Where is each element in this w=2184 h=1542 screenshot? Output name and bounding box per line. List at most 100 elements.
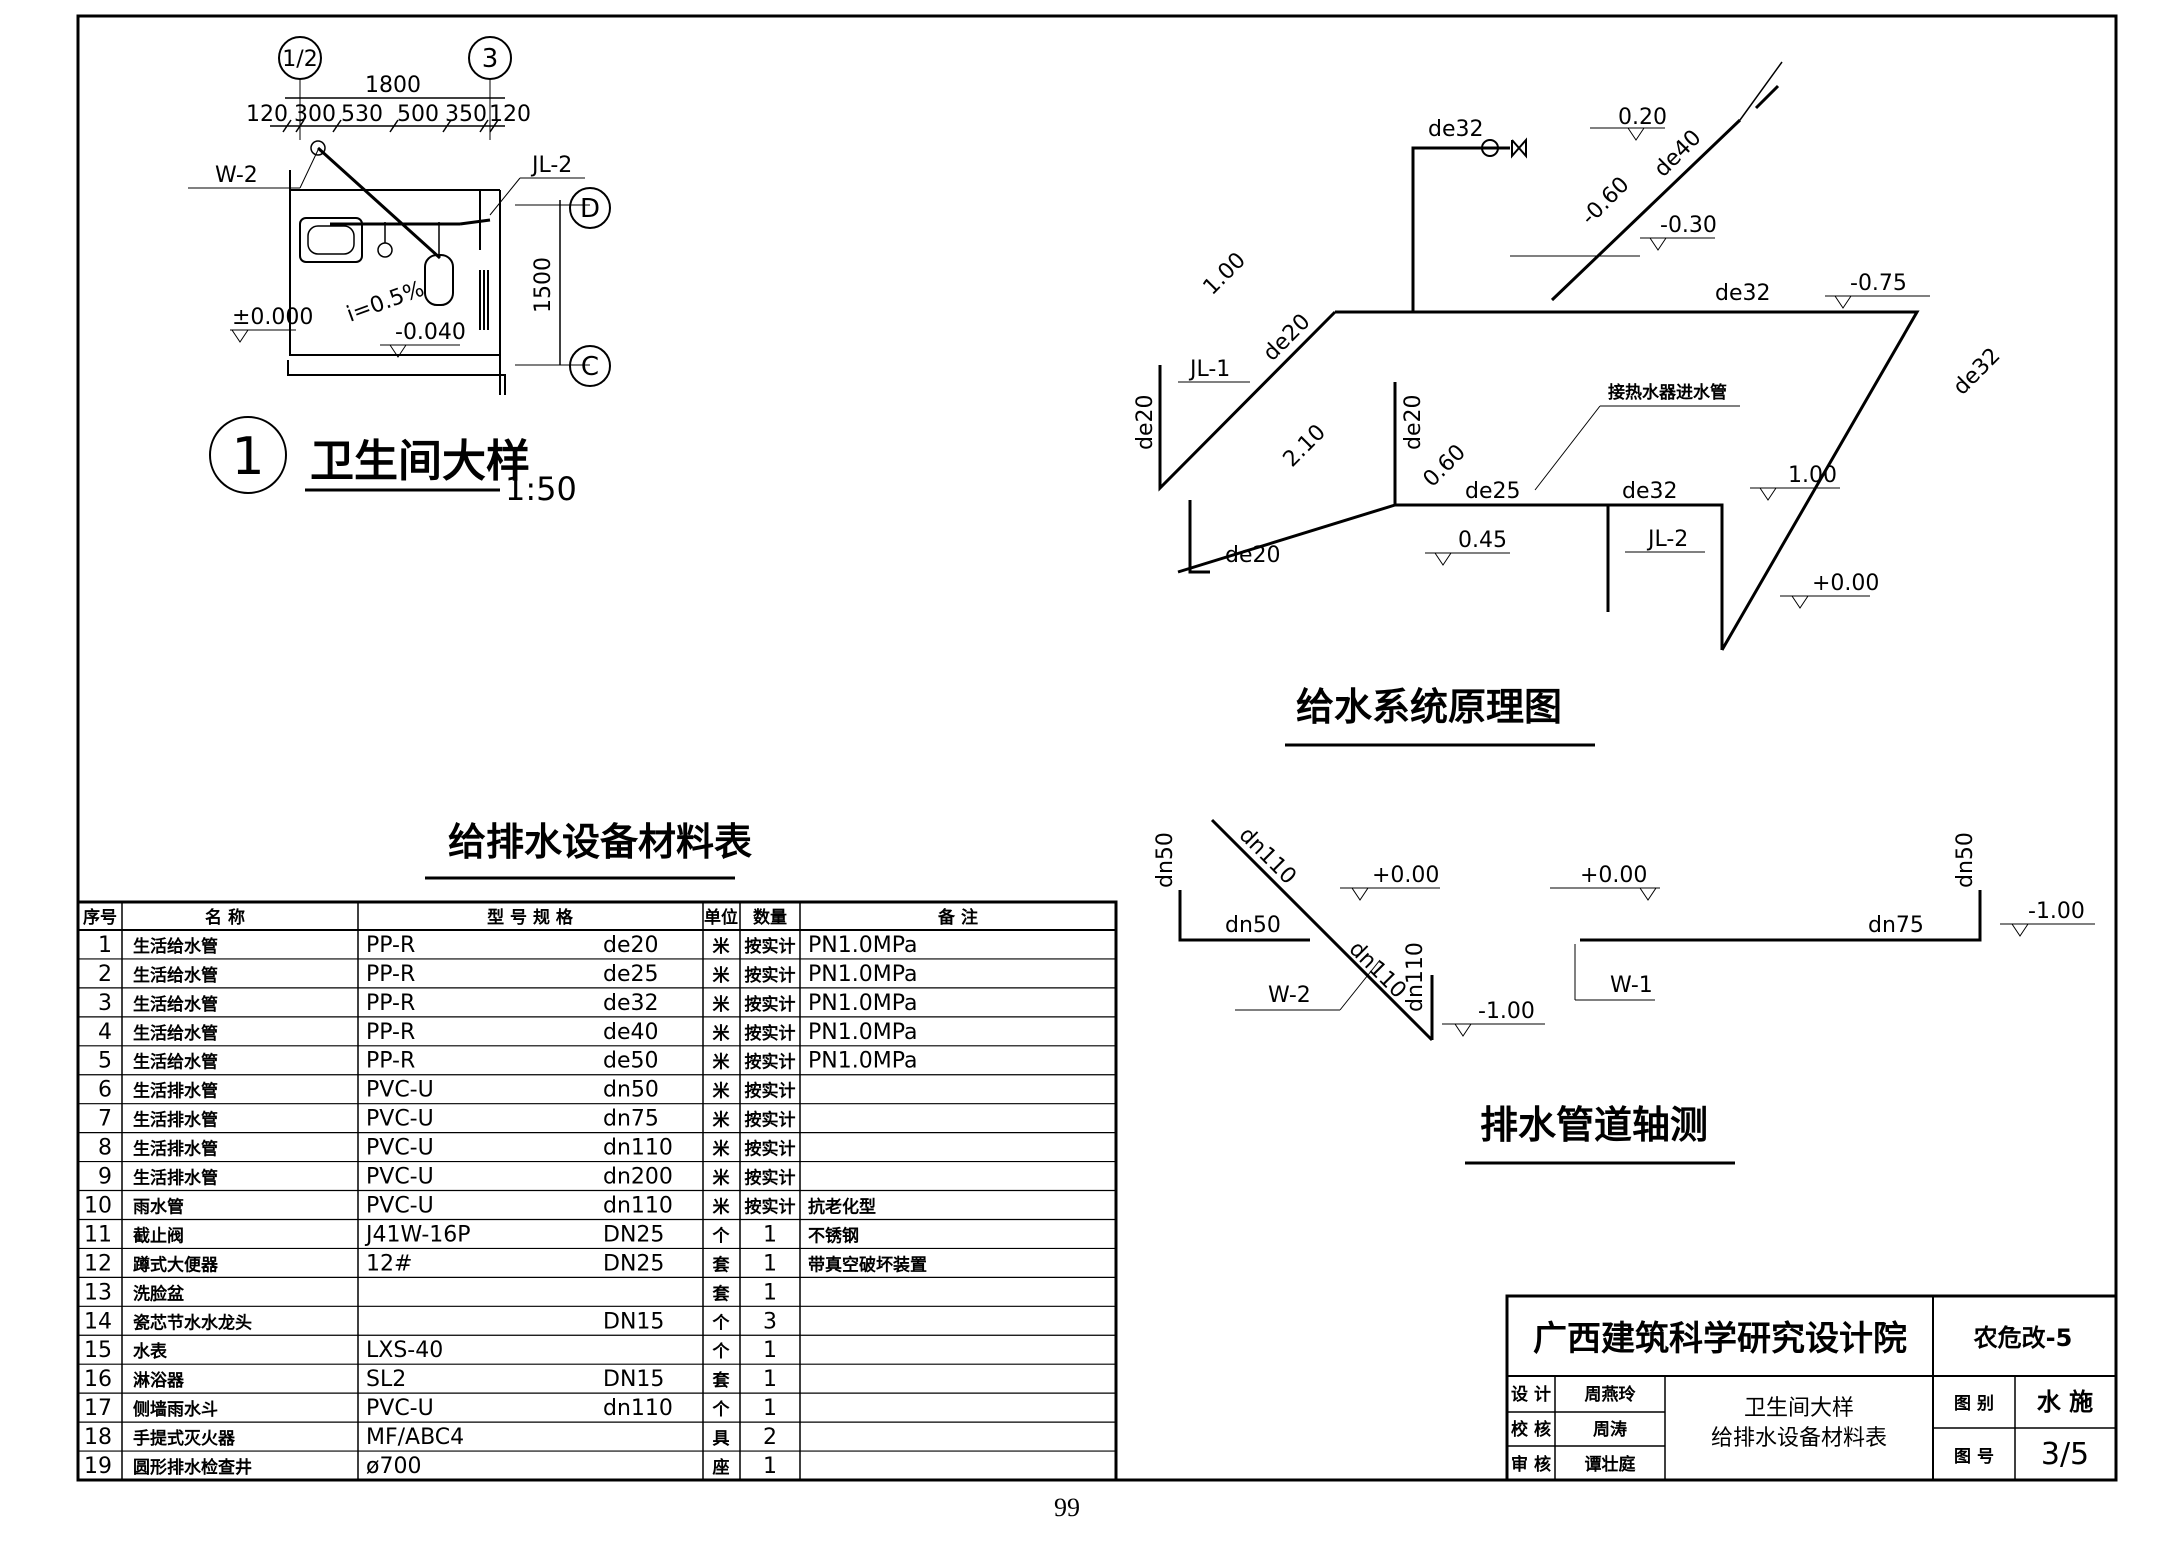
dim-120-right: 120 [489,102,531,127]
table-cell-qty: 按实计 [745,1168,796,1189]
table-cell-unit: 米 [713,965,731,986]
drain-label-w1: W-1 [1610,973,1653,998]
table-cell-qty: 1 [763,1280,777,1305]
label-0-60: 0.60 [1419,440,1471,492]
table-cell-name: 水表 [133,1341,168,1362]
water-meter-symbol [1481,139,1499,157]
table-cell-name: 侧墙雨水斗 [133,1399,218,1420]
table-cell-name: 生活排水管 [133,1081,218,1102]
table-cell-model: PVC-U [366,1136,434,1161]
table-cell-spec: DN15 [603,1367,664,1392]
table-cell-name: 截止阀 [133,1225,184,1246]
axis-label-d: D [580,194,600,224]
table-cell-qty: 1 [763,1454,777,1479]
table-cell-model: LXS-40 [366,1338,443,1363]
table-cell-no: 17 [84,1396,112,1421]
table-cell-no: 12 [84,1251,112,1276]
label-minus-0-75: -0.75 [1850,271,1907,296]
role-review: 审 核 [1511,1454,1551,1475]
table-cell-no: 1 [98,933,112,958]
drain-label-dn110-vertical: dn110 [1403,942,1428,1012]
table-cell-no: 4 [98,1020,112,1045]
table-cell-no: 15 [84,1338,112,1363]
table-cell-spec: dn110 [603,1136,673,1161]
table-cell-note: PN1.0MPa [808,933,917,958]
table-cell-model: J41W-16P [364,1222,471,1247]
drawing-title-line-2: 给排水设备材料表 [1711,1426,1887,1451]
table-cell-spec: de32 [603,991,659,1016]
table-cell-spec: DN25 [603,1251,664,1276]
table-cell-unit: 米 [713,1139,731,1160]
drawing-title-line-1: 卫生间大样 [1744,1396,1854,1421]
dim-120-left: 120 [246,102,288,127]
table-cell-model: PP-R [366,933,415,958]
axis-label-1-2: 1/2 [282,47,317,72]
table-cell-spec: de50 [603,1049,659,1074]
drain-label-dn50-right: dn50 [1953,832,1978,888]
elevation-minus-0040: -0.040 [395,320,466,345]
detail-title: 卫生间大样 [310,436,530,487]
bathroom-detail: 1/2 3 1800 120 300 530 500 350 120 [188,36,611,508]
table-cell-unit: 米 [713,994,731,1015]
table-cell-model: ø700 [366,1454,421,1479]
table-cell-note: 抗老化型 [808,1196,876,1217]
table-cell-spec: dn75 [603,1107,659,1132]
table-cell-name: 生活排水管 [133,1168,218,1189]
table-cell-qty: 1 [763,1338,777,1363]
label-jl2-schematic: JL-2 [1646,527,1688,552]
drain-pipe [316,146,442,260]
label-jl1: JL-1 [1188,357,1230,382]
table-cell-model: PP-R [366,1049,415,1074]
detail-index-circle [209,416,287,494]
label-hot-water-inlet: 接热水器进水管 [1608,382,1727,403]
vertical-dimension: 1500 [531,257,556,313]
label-0-45: 0.45 [1458,528,1507,553]
label-de25: de25 [1465,479,1521,504]
table-cell-qty: 3 [763,1309,777,1334]
table-cell-name: 手提式灭火器 [133,1428,236,1449]
table-cell-name: 瓷芯节水水龙头 [133,1312,252,1333]
table-cell-no: 18 [84,1425,112,1450]
number-label: 图 号 [1954,1447,1994,1467]
drain-label-dn110-mid: dn110 [1344,937,1411,1004]
header-qty: 数量 [753,907,787,928]
table-cell-no: 16 [84,1367,112,1392]
label-de20-upper: de20 [1259,309,1316,366]
dimension-ticks [282,119,499,133]
header-no: 序号 [83,907,117,928]
header-unit: 单位 [704,907,738,928]
drain-label-w2: W-2 [1268,983,1311,1008]
table-cell-spec: dn110 [603,1396,673,1421]
table-cell-name: 淋浴器 [133,1370,185,1391]
table-cell-no: 10 [84,1193,112,1218]
label-1-00-right: 1.00 [1788,463,1837,488]
detail-scale: 1:50 [505,470,577,508]
table-cell-unit: 具 [712,1429,730,1449]
table-cell-unit: 个 [712,1312,731,1333]
dim-300: 300 [294,102,336,127]
table-cell-note: PN1.0MPa [808,1049,917,1074]
table-cell-qty: 按实计 [745,965,796,986]
washbasin [299,217,363,263]
table-cell-model: PP-R [366,991,415,1016]
label-minus-0-60: -0.60 [1577,172,1635,230]
squat-toilet [424,254,454,306]
floor-drain [377,242,393,258]
dim-530: 530 [341,102,383,127]
table-cell-unit: 米 [713,1110,731,1131]
table-cell-no: 11 [84,1222,112,1247]
axis-label-c: C [581,352,599,382]
table-cell-no: 3 [98,991,112,1016]
category-value: 水 施 [2037,1388,2093,1416]
table-cell-qty: 1 [763,1251,777,1276]
elevation-zero: ±0.000 [232,305,313,330]
table-cell-model: PP-R [366,962,415,987]
table-cell-name: 生活给水管 [133,936,218,957]
table-cell-note: PN1.0MPa [808,1020,917,1045]
name-check: 周涛 [1593,1419,1627,1440]
drain-label-minus-1-00-right: -1.00 [2028,899,2085,924]
table-cell-model: PVC-U [366,1193,434,1218]
label-1-00-left: 1.00 [1199,248,1251,300]
table-cell-spec: de25 [603,962,659,987]
